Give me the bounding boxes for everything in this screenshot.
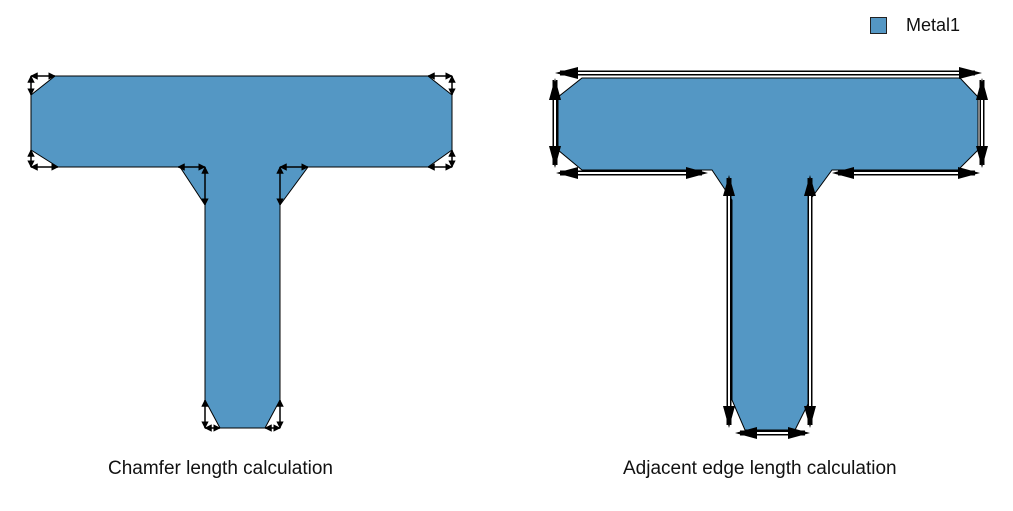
- left-panel-caption: Chamfer length calculation: [108, 458, 333, 479]
- right-edge-arrows: [549, 67, 988, 439]
- legend-swatch: [870, 16, 887, 34]
- legend: Metal1: [870, 14, 960, 36]
- left-chamfer-arrows: [27, 72, 456, 432]
- legend-label: Metal1: [906, 14, 961, 35]
- right-panel-caption: Adjacent edge length calculation: [623, 458, 897, 479]
- left-metal-shape: [30, 75, 453, 429]
- right-metal-shape: [557, 77, 979, 431]
